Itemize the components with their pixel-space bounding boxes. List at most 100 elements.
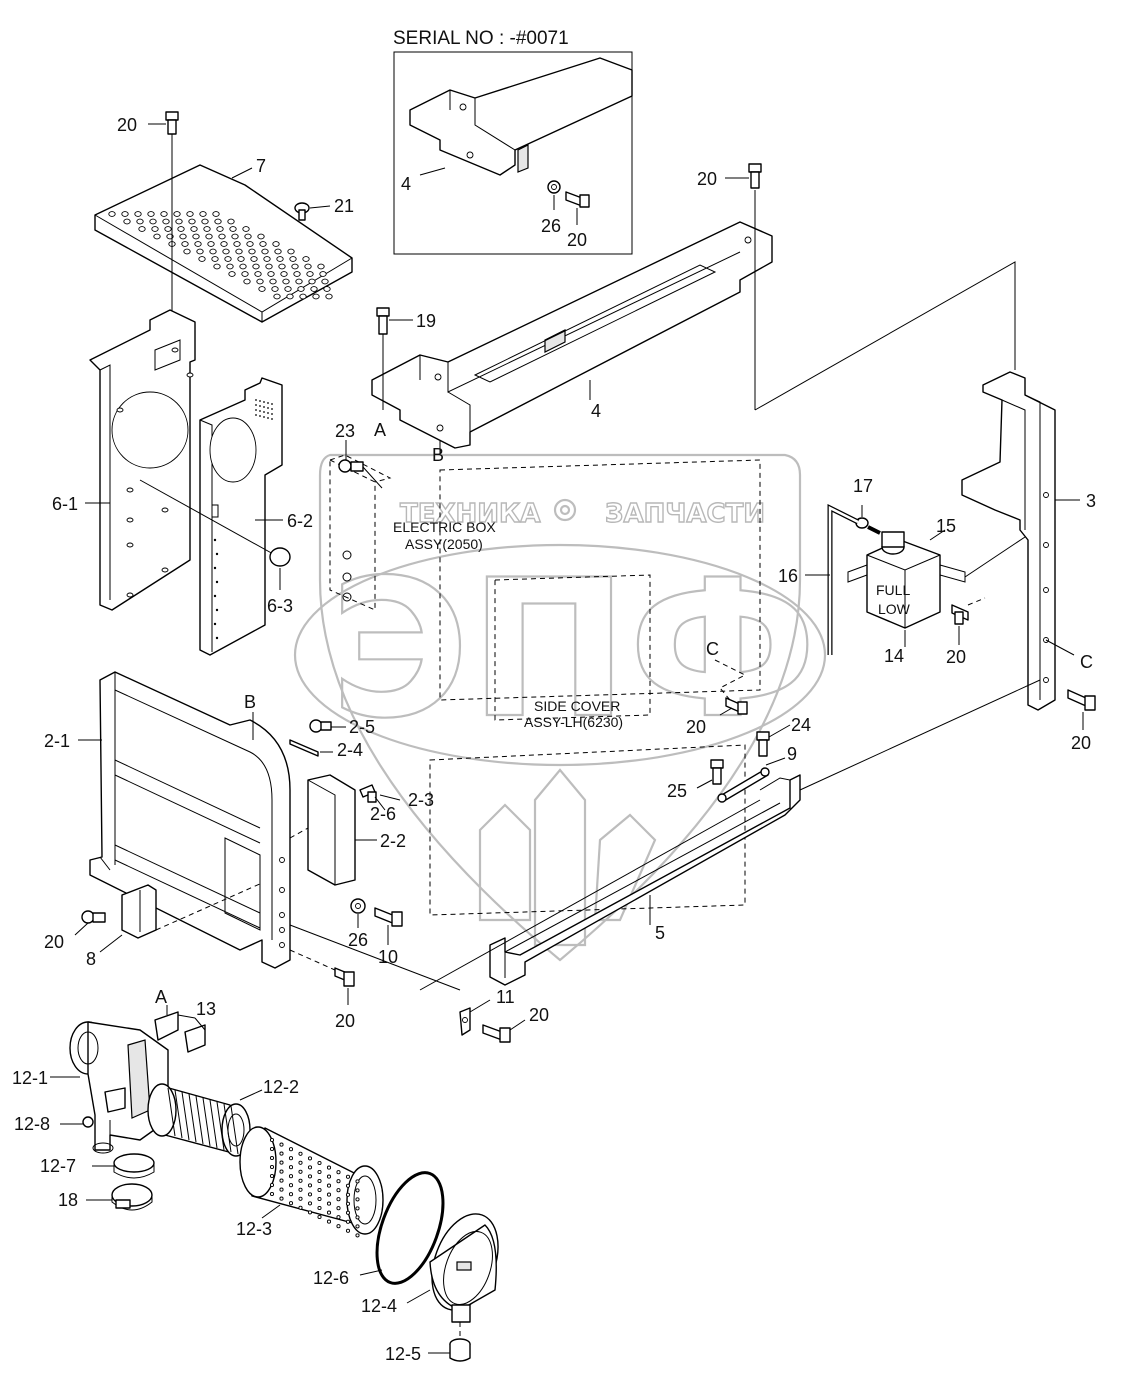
mesh-hole <box>317 1178 322 1184</box>
mesh-hole <box>355 1215 360 1220</box>
part-23-bolt <box>338 459 364 473</box>
perforation-hole <box>164 226 172 232</box>
perforation-hole <box>258 286 266 292</box>
part-6-3-plug <box>269 547 291 567</box>
plate-dot <box>263 406 265 408</box>
mesh-hole <box>355 1233 360 1238</box>
perforation-hole <box>274 248 282 255</box>
mesh-hole <box>317 1196 322 1202</box>
part-8-bracket <box>121 884 157 939</box>
perforation-hole <box>293 271 301 277</box>
mesh-hole <box>336 1224 341 1229</box>
mesh-hole <box>307 1165 313 1170</box>
perforation-hole <box>149 218 157 225</box>
callout-inset-4: 4 <box>401 174 411 194</box>
mesh-hole <box>298 1151 303 1156</box>
mesh-hole <box>345 1219 351 1224</box>
perforation-hole <box>226 263 234 270</box>
callout-9: 9 <box>787 744 797 764</box>
watermark-text-right: ЗАПЧАСТИ <box>605 499 765 529</box>
mesh-hole <box>269 1155 275 1161</box>
mesh-hole <box>336 1215 341 1220</box>
perforation-hole <box>276 256 284 262</box>
part-12-4-end-cover <box>429 1213 499 1323</box>
note-side-cover-line1: SIDE COVER <box>534 698 620 714</box>
plate-dot <box>263 401 265 403</box>
perforation-hole <box>216 226 224 232</box>
mesh-hole <box>345 1174 351 1179</box>
bolt-25 <box>710 759 724 785</box>
callout-B-lower: B <box>244 692 256 712</box>
perforation-hole <box>289 256 297 262</box>
perforation-hole <box>153 233 161 240</box>
note-electric-box-line1: ELECTRIC BOX <box>393 519 496 535</box>
bracket-hole <box>116 407 124 413</box>
callout-20-top-left: 20 <box>117 115 137 135</box>
bolt-20-mid <box>725 697 748 715</box>
mesh-hole <box>326 1210 332 1215</box>
callout-A-upper: A <box>374 420 386 440</box>
bolt-24 <box>756 731 770 757</box>
perforation-hole <box>291 263 299 270</box>
perforation-hole <box>256 278 264 285</box>
callout-20-frame: 20 <box>44 932 64 952</box>
perforation-hole <box>134 211 142 217</box>
perforation-hole <box>259 241 267 247</box>
mesh-hole <box>355 1179 360 1184</box>
perforation-hole <box>321 278 329 285</box>
part-4-support-rail <box>371 221 773 449</box>
perforation-hole <box>181 241 189 247</box>
perforation-hole <box>244 233 252 240</box>
part-12-6-o-ring <box>375 1171 445 1285</box>
perforation-hole <box>312 293 320 300</box>
mesh-line <box>174 1089 183 1139</box>
bolt-20-frame <box>81 910 106 924</box>
perforation-hole <box>278 263 286 270</box>
tank-low-label: LOW <box>878 601 911 617</box>
mesh-hole <box>288 1192 294 1197</box>
bracket-hole <box>161 507 169 513</box>
perforation-hole <box>218 233 226 240</box>
part-2-1-frame <box>89 671 291 969</box>
part-2-5-screw <box>309 719 332 733</box>
callout-12-6: 12-6 <box>313 1268 349 1288</box>
perforation-hole <box>306 271 314 277</box>
callout-20-bracket: 20 <box>529 1005 549 1025</box>
mesh-line <box>223 1103 232 1153</box>
mesh-hole <box>355 1197 360 1202</box>
tank-full-label: FULL <box>876 582 910 598</box>
perforation-hole <box>235 248 243 255</box>
perforation-hole <box>272 241 280 247</box>
mesh-hole <box>326 1183 332 1188</box>
mesh-hole <box>326 1219 332 1224</box>
mesh-line <box>181 1091 190 1141</box>
mesh-line <box>230 1105 239 1155</box>
perforation-hole <box>209 248 217 255</box>
mesh-line <box>209 1099 218 1149</box>
perforation-hole <box>308 278 316 285</box>
perforation-hole <box>233 241 241 247</box>
mesh-hole <box>317 1205 322 1211</box>
bracket-hole <box>126 542 134 548</box>
bolt-20-bracket <box>482 1024 511 1043</box>
callout-6-2: 6-2 <box>287 511 313 531</box>
mesh-hole <box>288 1201 294 1206</box>
callout-20-bottom: 20 <box>335 1011 355 1031</box>
bolt-20-bottom <box>334 967 355 987</box>
perforation-hole <box>297 286 305 292</box>
inset-bolt-20 <box>565 191 590 208</box>
perforation-hole <box>160 211 168 217</box>
mesh-hole <box>336 1179 341 1184</box>
mesh-hole <box>269 1146 275 1152</box>
part-21-rivet <box>294 202 310 221</box>
part-10-bolt <box>374 907 403 927</box>
callout-19: 19 <box>416 311 436 331</box>
part-6-2-plate <box>199 377 283 656</box>
mesh-hole <box>307 1174 313 1179</box>
callout-24: 24 <box>791 715 811 735</box>
mesh-line <box>216 1101 225 1151</box>
callout-26-lower: 26 <box>348 930 368 950</box>
mesh-hole <box>307 1192 313 1197</box>
mesh-line <box>202 1097 211 1147</box>
